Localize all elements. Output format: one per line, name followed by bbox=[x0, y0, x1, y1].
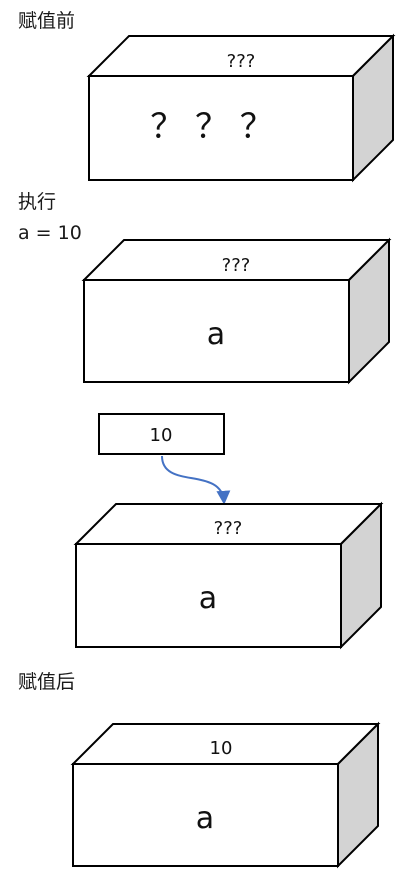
label-statement: a = 10 bbox=[18, 222, 82, 244]
variable-box-assigning: ??? a bbox=[73, 501, 384, 650]
box-front-label: ？ ？ ？ bbox=[150, 107, 274, 147]
box-top-value: 10 bbox=[210, 738, 233, 759]
variable-box-before: ??? ？ ？ ？ bbox=[86, 33, 396, 183]
box-front-face bbox=[72, 763, 339, 867]
box-front-face bbox=[83, 279, 350, 383]
variable-name-label: a bbox=[196, 801, 214, 836]
variable-box-after: 10 a bbox=[70, 721, 381, 869]
box-top-label: ??? bbox=[227, 51, 256, 72]
box-top-label: ??? bbox=[222, 255, 251, 276]
variable-box-execute: ??? a bbox=[81, 237, 392, 385]
label-before: 赋值前 bbox=[18, 10, 76, 32]
variable-name-label: a bbox=[207, 317, 225, 352]
label-after: 赋值后 bbox=[18, 671, 76, 693]
value-box: 10 bbox=[98, 413, 225, 455]
value-box-rect bbox=[98, 413, 225, 455]
box-top-label: ??? bbox=[214, 518, 243, 539]
box-front-face bbox=[75, 543, 342, 648]
box-front-face bbox=[88, 75, 354, 181]
label-execute: 执行 bbox=[18, 191, 57, 213]
assign-arrow bbox=[161, 455, 231, 505]
variable-name-label: a bbox=[199, 581, 217, 616]
value-label: 10 bbox=[150, 425, 173, 446]
